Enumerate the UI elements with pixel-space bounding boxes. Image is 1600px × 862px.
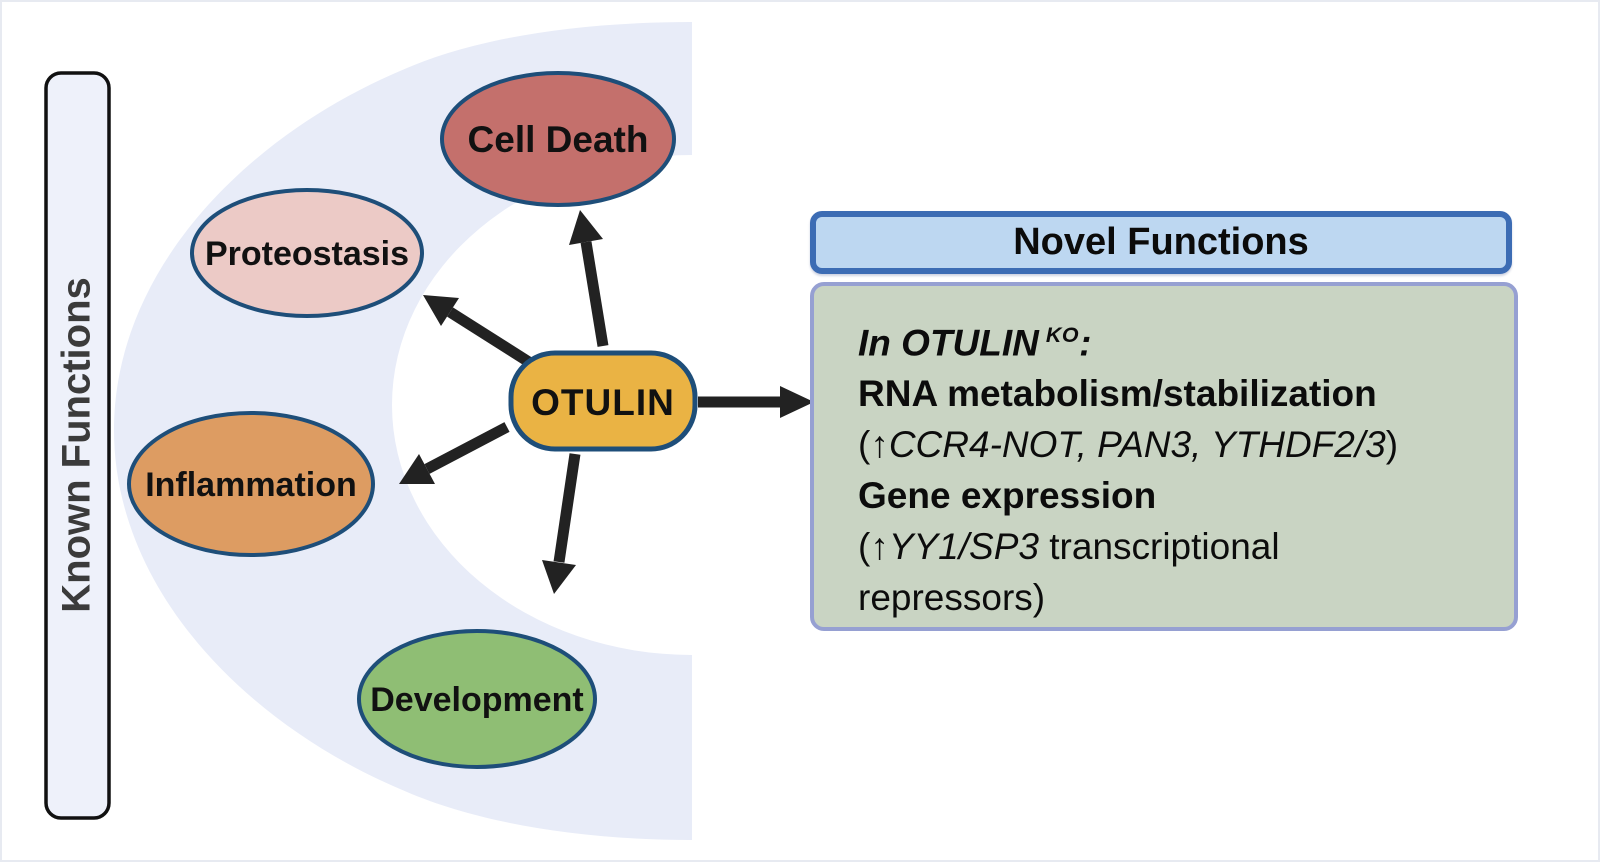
- novel-line-1-colon: :: [1079, 322, 1092, 364]
- label-development: Development: [370, 681, 584, 719]
- novel-line-3-open-paren: (: [858, 424, 871, 466]
- novel-line-5: (↑YY1/SP3 transcriptional: [858, 521, 1486, 572]
- novel-functions-title: Novel Functions: [1013, 221, 1309, 263]
- novel-functions-header: Novel Functions: [810, 211, 1512, 274]
- novel-line-3: (↑CCR4-NOT, PAN3, YTHDF2/3): [858, 419, 1486, 470]
- novel-line-5-open-paren: (: [858, 526, 871, 568]
- arrow-to-cell-death-head: [569, 210, 603, 245]
- arrow-to-inflammation: [424, 422, 510, 474]
- up-arrow-icon: ↑: [870, 424, 889, 466]
- arrow-to-proteostasis: [447, 307, 535, 369]
- novel-line-5-rest: transcriptional: [1038, 526, 1280, 568]
- novel-line-6: repressors): [858, 577, 1046, 619]
- label-proteostasis: Proteostasis: [205, 235, 409, 273]
- known-functions-bar: [44, 71, 111, 820]
- novel-line-1-text: In OTULIN: [858, 322, 1039, 364]
- ellipse-development: [357, 629, 597, 769]
- arrow-to-development: [553, 453, 581, 563]
- ellipse-inflammation: [127, 411, 375, 557]
- novel-line-2: RNA metabolism/stabilization: [858, 373, 1377, 415]
- novel-line-3-close-paren: ): [1385, 424, 1399, 466]
- otulin-label: OTULIN: [531, 382, 675, 423]
- arrows: [399, 210, 814, 594]
- label-inflammation: Inflammation: [145, 466, 357, 504]
- ellipse-cell-death: [440, 71, 676, 207]
- novel-line-3-genes: CCR4-NOT, PAN3, YTHDF2/3: [888, 424, 1386, 466]
- novel-line-5-genes: YY1/SP3: [888, 526, 1039, 568]
- ellipse-proteostasis: [190, 188, 424, 318]
- arrow-to-development-head: [542, 560, 576, 594]
- up-arrow-icon-2: ↑: [870, 526, 889, 568]
- label-cell-death: Cell Death: [468, 119, 649, 160]
- novel-line-4: Gene expression: [858, 475, 1157, 517]
- arrow-to-proteostasis-head: [423, 295, 459, 326]
- arrow-to-inflammation-head: [399, 454, 435, 484]
- arrow-to-cell-death: [580, 241, 609, 347]
- novel-line-1-superscript: KO: [1045, 323, 1080, 347]
- known-functions-label: Known Functions: [55, 277, 99, 613]
- otulin-pill: [508, 350, 698, 452]
- arrow-to-novel-functions-head: [780, 386, 814, 418]
